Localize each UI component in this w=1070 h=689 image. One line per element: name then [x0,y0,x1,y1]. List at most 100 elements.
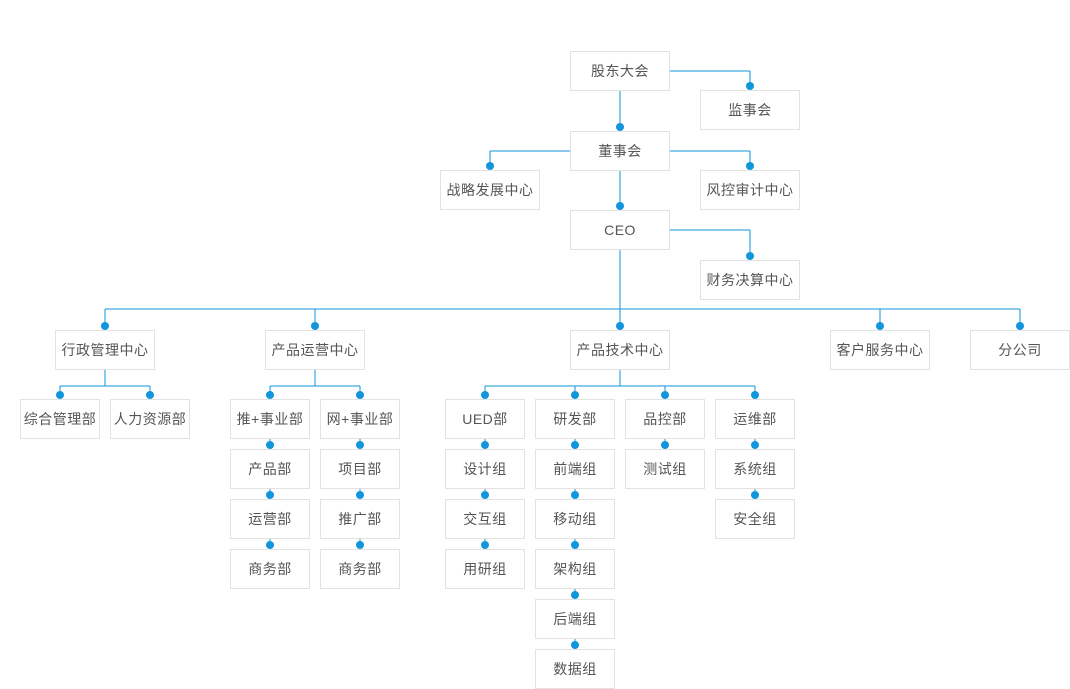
org-node-label: 商务部 [248,561,292,577]
org-node-d3[interactable]: 交互组 [445,499,525,539]
org-node-e4[interactable]: 架构组 [535,549,615,589]
org-node-label: 推广部 [338,511,382,527]
org-node-label: 系统组 [733,461,777,477]
connector-dot-b2 [266,441,274,449]
org-node-b2[interactable]: 产品部 [230,449,310,489]
org-node-b3[interactable]: 运营部 [230,499,310,539]
org-node-label: 交互组 [463,511,507,527]
org-node-d2[interactable]: 设计组 [445,449,525,489]
org-node-e5[interactable]: 后端组 [535,599,615,639]
org-node-a1[interactable]: 综合管理部 [20,399,100,439]
connector-dot-n11 [1016,322,1024,330]
connector-dot-n2 [616,123,624,131]
org-node-b4[interactable]: 商务部 [230,549,310,589]
connector-dot-n7 [101,322,109,330]
org-node-n1[interactable]: 监事会 [700,90,800,130]
connector-dot-b4 [266,541,274,549]
org-node-n11[interactable]: 分公司 [970,330,1070,370]
connector-dot-n3 [486,162,494,170]
org-node-n0[interactable]: 股东大会 [570,51,670,91]
org-node-d1[interactable]: UED部 [445,399,525,439]
org-node-g3[interactable]: 安全组 [715,499,795,539]
org-node-n7[interactable]: 行政管理中心 [55,330,155,370]
org-node-n3[interactable]: 战略发展中心 [440,170,540,210]
org-node-g2[interactable]: 系统组 [715,449,795,489]
org-node-label: 推+事业部 [236,411,304,427]
connector-dot-d4 [481,541,489,549]
connector-dot-n5 [616,202,624,210]
org-node-n4[interactable]: 风控审计中心 [700,170,800,210]
org-node-e3[interactable]: 移动组 [535,499,615,539]
org-node-label: 综合管理部 [23,411,97,427]
org-node-label: 运维部 [733,411,777,427]
connector-dot-c3 [356,491,364,499]
org-node-label: 分公司 [998,342,1042,358]
connector-dot-n9 [616,322,624,330]
org-node-label: 品控部 [643,411,687,427]
org-node-label: 用研组 [463,561,507,577]
org-node-label: CEO [604,222,636,238]
connector-dot-e6 [571,641,579,649]
org-node-c4[interactable]: 商务部 [320,549,400,589]
org-node-d4[interactable]: 用研组 [445,549,525,589]
org-node-label: 设计组 [463,461,507,477]
connector-dot-g2 [751,441,759,449]
org-node-label: 后端组 [553,611,597,627]
org-node-n10[interactable]: 客户服务中心 [830,330,930,370]
connector-dot-e2 [571,441,579,449]
org-node-c1[interactable]: 网+事业部 [320,399,400,439]
org-node-f1[interactable]: 品控部 [625,399,705,439]
org-node-label: 财务决算中心 [706,272,794,288]
org-node-label: 战略发展中心 [446,182,534,198]
org-node-a2[interactable]: 人力资源部 [110,399,190,439]
org-node-label: 监事会 [728,102,772,118]
org-node-n2[interactable]: 董事会 [570,131,670,171]
org-node-c3[interactable]: 推广部 [320,499,400,539]
org-node-label: 移动组 [553,511,597,527]
org-node-label: 安全组 [733,511,777,527]
org-node-label: 风控审计中心 [706,182,794,198]
org-node-n9[interactable]: 产品技术中心 [570,330,670,370]
connector-dot-d3 [481,491,489,499]
connector-dot-f1 [661,391,669,399]
org-node-label: 商务部 [338,561,382,577]
connector-dot-n8 [311,322,319,330]
connector-dot-d1 [481,391,489,399]
org-node-label: 研发部 [553,411,597,427]
org-node-f2[interactable]: 测试组 [625,449,705,489]
org-node-n6[interactable]: 财务决算中心 [700,260,800,300]
org-node-n8[interactable]: 产品运营中心 [265,330,365,370]
org-node-label: 网+事业部 [326,411,394,427]
connector-dot-n4 [746,162,754,170]
connector-dot-b3 [266,491,274,499]
connector-dot-e3 [571,491,579,499]
org-node-e1[interactable]: 研发部 [535,399,615,439]
connector-dot-e1 [571,391,579,399]
connector-dot-n6 [746,252,754,260]
connector-dot-n1 [746,82,754,90]
org-node-b1[interactable]: 推+事业部 [230,399,310,439]
org-node-label: UED部 [462,411,508,427]
org-node-label: 董事会 [598,143,642,159]
org-node-label: 架构组 [553,561,597,577]
org-node-g1[interactable]: 运维部 [715,399,795,439]
org-node-label: 数据组 [553,661,597,677]
connector-dot-g1 [751,391,759,399]
connector-dot-a2 [146,391,154,399]
connector-dot-n10 [876,322,884,330]
org-node-label: 行政管理中心 [61,342,149,358]
org-node-label: 人力资源部 [113,411,187,427]
org-node-label: 运营部 [248,511,292,527]
org-node-label: 项目部 [338,461,382,477]
org-node-c2[interactable]: 项目部 [320,449,400,489]
org-node-n5[interactable]: CEO [570,210,670,250]
connector-dot-c2 [356,441,364,449]
org-node-e2[interactable]: 前端组 [535,449,615,489]
connector-dot-e5 [571,591,579,599]
connector-dot-a1 [56,391,64,399]
connector-dot-b1 [266,391,274,399]
org-node-label: 产品运营中心 [271,342,359,358]
connector-dot-e4 [571,541,579,549]
org-node-e6[interactable]: 数据组 [535,649,615,689]
